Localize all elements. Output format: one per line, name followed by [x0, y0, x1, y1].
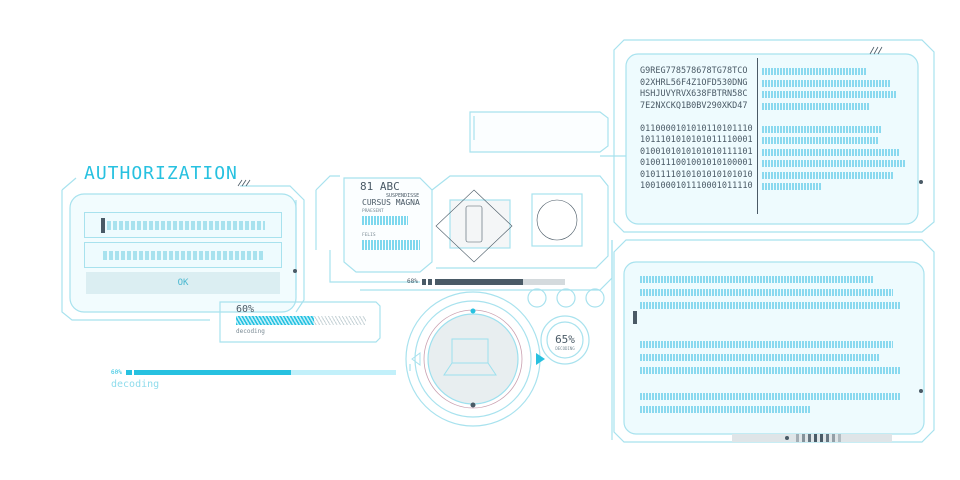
encoded-line [762, 125, 882, 133]
card-name: CURSUS MAGNA [362, 198, 420, 207]
code-line: 02XHRL56F4Z1OFD530DNG [640, 77, 748, 88]
card-barcode-1 [362, 216, 408, 225]
input-mask [107, 221, 265, 230]
code-line: HSHJUVYRVX638FBTRN58C [640, 89, 748, 99]
encoded-line [762, 160, 905, 167]
small-progress-fill [236, 316, 314, 325]
code-line: 0100111001001010100001 [640, 158, 753, 168]
encoded-text-block [762, 68, 912, 195]
bar-tick [422, 279, 426, 285]
encoded-line [762, 79, 890, 87]
gauge-value: 65% [555, 333, 575, 346]
code-line: G9REG778578678TG78TCO [640, 66, 748, 76]
main-progress-track [134, 370, 396, 375]
text-cursor [101, 218, 105, 233]
card-number: 81 ABC [360, 180, 400, 193]
card-barcode-2 [362, 240, 420, 250]
encoded-line [640, 354, 880, 361]
encoded-line [762, 91, 897, 98]
code-line [640, 112, 753, 124]
encoded-line [762, 68, 867, 75]
main-progress-fill [134, 370, 292, 375]
username-input[interactable] [84, 212, 282, 238]
encoded-line [762, 148, 900, 156]
encoded-line [640, 393, 901, 400]
main-progress-label: 60% [111, 369, 122, 376]
code-line: 0110000101010110101110 [640, 123, 753, 134]
bar-tick [428, 279, 432, 285]
progress-tick [126, 370, 132, 375]
text-cursor [633, 311, 637, 324]
ok-button[interactable]: OK [86, 272, 280, 294]
code-line: 1001000101110001011110 [640, 181, 753, 191]
card-code: ABC [379, 180, 400, 193]
center-bar-fill [435, 279, 524, 285]
card-sub: SUSPENDISSE [386, 193, 420, 199]
code-line: 0100101010101010111101 [640, 146, 753, 157]
encoded-line [640, 276, 875, 283]
card-field1-label: PRAESENT [362, 209, 384, 214]
encoded-line [640, 289, 893, 296]
encoded-line [640, 406, 811, 413]
card-number-value: 81 [360, 180, 374, 193]
encoded-line [762, 102, 870, 110]
small-progress-label: 60% [236, 304, 255, 315]
center-bar-track [435, 279, 565, 285]
center-bar-label: 68% [407, 278, 418, 285]
gauge-caption: DECODING [555, 346, 575, 351]
encoded-line [762, 171, 894, 179]
encoded-line [762, 137, 879, 144]
small-progress-track [236, 316, 366, 325]
auth-title: AUTHORIZATION [84, 163, 238, 184]
password-input[interactable] [84, 242, 282, 268]
code-line: 1011101010101011110001 [640, 135, 753, 145]
code-line: 0101111010101010101010 [640, 169, 753, 180]
card-field2-label: FELIS [362, 233, 376, 238]
encoded-line [640, 367, 901, 374]
input-mask [103, 251, 265, 260]
encoded-line [762, 183, 822, 190]
encoded-paragraphs [640, 276, 906, 419]
small-progress-caption: decoding [236, 328, 265, 335]
encoded-line [640, 302, 901, 309]
encoded-line [640, 341, 893, 348]
main-progress-caption: decoding [111, 379, 160, 390]
divider [757, 58, 758, 214]
code-line: 7E2NXCKQ1B0BV290XKD47 [640, 100, 748, 111]
